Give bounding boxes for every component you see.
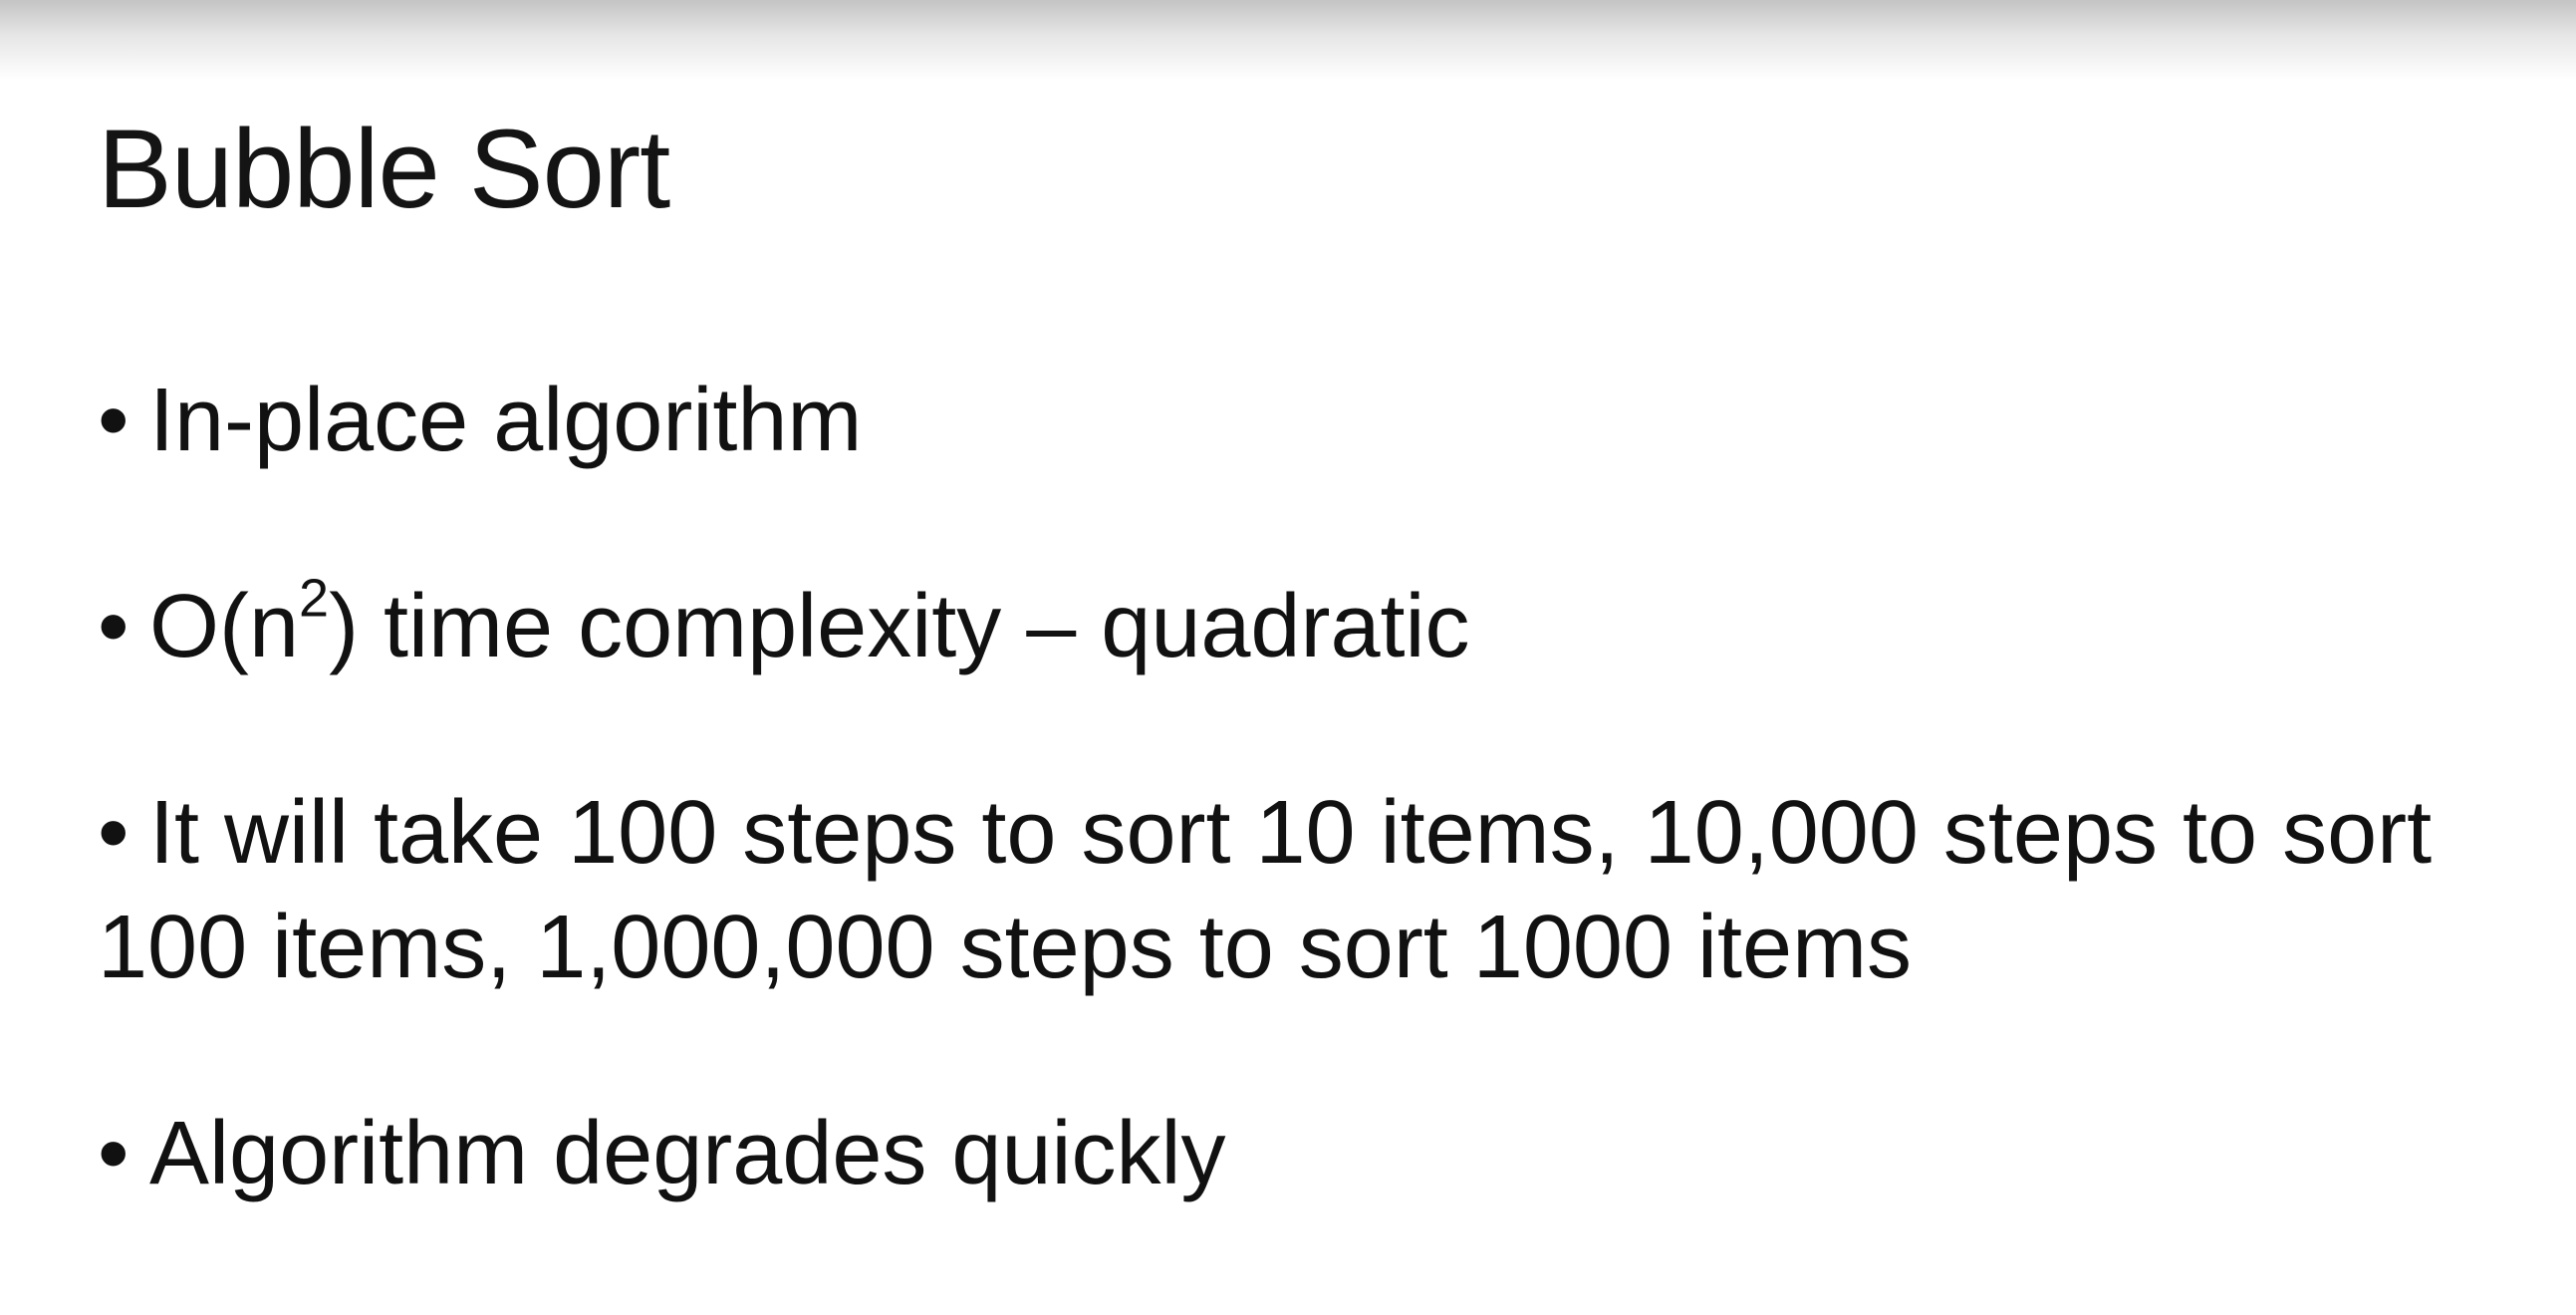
bullet-item-degrades: • Algorithm degrades quickly (98, 1097, 2508, 1211)
bullet-text: Algorithm degrades quickly (149, 1104, 1226, 1203)
bullet-text-post: ) time complexity – quadratic (329, 577, 1470, 676)
slide-title: Bubble Sort (98, 107, 670, 231)
bullet-list: • In-place algorithm • O(n2) time comple… (98, 364, 2508, 1211)
bullet-text: In-place algorithm (149, 371, 863, 470)
bullet-text: It will take 100 steps to sort 10 items,… (98, 783, 2433, 997)
bullet-item-in-place: • In-place algorithm (98, 364, 2508, 478)
bullet-icon: • (98, 783, 129, 883)
bullet-icon: • (98, 577, 129, 676)
bullet-item-complexity: • O(n2) time complexity – quadratic (98, 570, 2508, 684)
bullet-icon: • (98, 371, 129, 470)
top-shadow (0, 0, 2576, 80)
bullet-text-pre: O(n (149, 577, 300, 676)
bullet-icon: • (98, 1104, 129, 1203)
bullet-superscript: 2 (299, 568, 330, 629)
bullet-item-steps: • It will take 100 steps to sort 10 item… (98, 776, 2508, 1005)
